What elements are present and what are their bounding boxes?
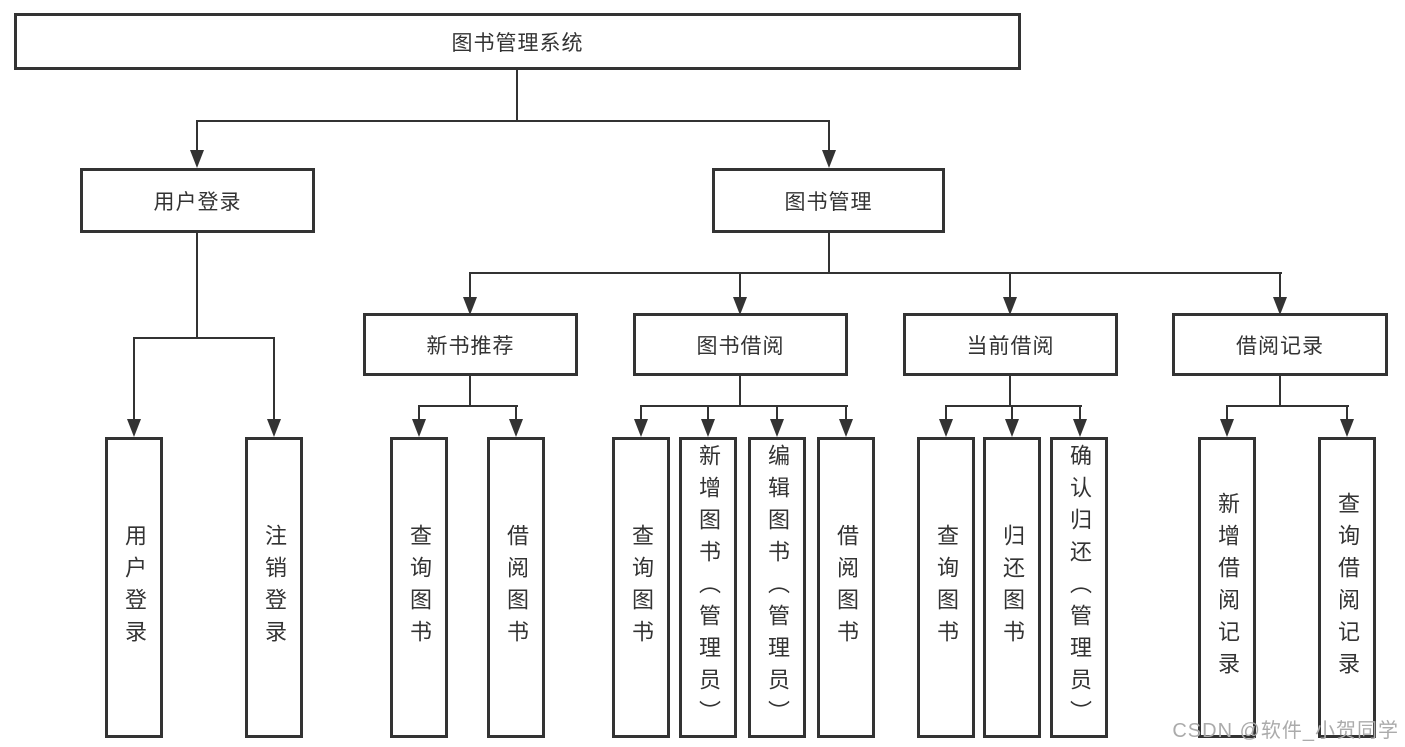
arrow-down-icon bbox=[733, 297, 747, 315]
arrow-down-icon bbox=[267, 419, 281, 437]
leaf-label: 新增图书（管理员） bbox=[696, 443, 721, 732]
connector-line bbox=[418, 405, 420, 423]
connector-line bbox=[1279, 272, 1281, 299]
node-book-management: 图书管理 bbox=[712, 168, 945, 233]
node-book-management-label: 图书管理 bbox=[784, 190, 873, 214]
connector-line bbox=[1011, 405, 1013, 423]
connector-line bbox=[196, 233, 198, 339]
connector-line bbox=[516, 70, 518, 122]
connector-line bbox=[133, 337, 275, 339]
arrow-down-icon bbox=[1220, 419, 1234, 437]
arrow-down-icon bbox=[463, 297, 477, 315]
arrow-down-icon bbox=[412, 419, 426, 437]
node-borrow-records: 借阅记录 bbox=[1172, 313, 1388, 376]
arrow-down-icon bbox=[770, 419, 784, 437]
csdn-watermark: CSDN @软件_小贺同学 bbox=[1172, 720, 1399, 742]
leaf-label: 归还图书 bbox=[1000, 523, 1025, 652]
node-book-borrow-label: 图书借阅 bbox=[696, 334, 785, 358]
leaf-label: 确认归还（管理员） bbox=[1067, 443, 1092, 732]
connector-line bbox=[1079, 405, 1081, 423]
arrow-down-icon bbox=[701, 419, 715, 437]
arrow-down-icon bbox=[509, 419, 523, 437]
connector-line bbox=[133, 337, 135, 421]
arrow-down-icon bbox=[822, 150, 836, 168]
connector-line bbox=[469, 272, 471, 299]
leaf-add-books-admin: 新增图书（管理员） bbox=[679, 437, 737, 738]
connector-line bbox=[776, 405, 778, 423]
leaf-label: 借阅图书 bbox=[834, 523, 859, 652]
arrow-down-icon bbox=[839, 419, 853, 437]
connector-line bbox=[1346, 405, 1348, 423]
connector-line bbox=[828, 120, 830, 152]
connector-line bbox=[945, 405, 947, 423]
connector-line bbox=[1226, 405, 1228, 423]
leaf-return-books: 归还图书 bbox=[983, 437, 1041, 738]
connector-line bbox=[273, 337, 275, 421]
leaf-query-books-recommend: 查询图书 bbox=[390, 437, 448, 738]
connector-line bbox=[828, 233, 830, 274]
leaf-query-borrow-record: 查询借阅记录 bbox=[1318, 437, 1376, 738]
node-root: 图书管理系统 bbox=[14, 13, 1021, 70]
node-new-book-recommend: 新书推荐 bbox=[363, 313, 578, 376]
node-borrow-records-label: 借阅记录 bbox=[1236, 334, 1324, 358]
node-user-login: 用户登录 bbox=[80, 168, 315, 233]
connector-line bbox=[945, 405, 1082, 407]
arrow-down-icon bbox=[127, 419, 141, 437]
node-current-borrow-label: 当前借阅 bbox=[966, 334, 1055, 358]
arrow-down-icon bbox=[1340, 419, 1354, 437]
leaf-logout-label: 注销登录 bbox=[262, 523, 287, 652]
arrow-down-icon bbox=[1005, 419, 1019, 437]
node-current-borrow: 当前借阅 bbox=[903, 313, 1118, 376]
connector-line bbox=[845, 405, 847, 423]
connector-line bbox=[1009, 272, 1011, 299]
leaf-label: 查询图书 bbox=[934, 523, 959, 652]
connector-line bbox=[739, 272, 741, 299]
leaf-label: 借阅图书 bbox=[504, 523, 529, 652]
leaf-label: 查询图书 bbox=[629, 523, 654, 652]
connector-line bbox=[196, 120, 830, 122]
arrow-down-icon bbox=[939, 419, 953, 437]
leaf-user-login: 用户登录 bbox=[105, 437, 163, 738]
leaf-edit-books-admin: 编辑图书（管理员） bbox=[748, 437, 806, 738]
arrow-down-icon bbox=[1003, 297, 1017, 315]
node-book-borrow: 图书借阅 bbox=[633, 313, 848, 376]
connector-line bbox=[1226, 405, 1349, 407]
connector-line bbox=[469, 376, 471, 407]
connector-line bbox=[1009, 376, 1011, 407]
connector-line bbox=[1279, 376, 1281, 407]
connector-line bbox=[739, 376, 741, 407]
node-root-label: 图书管理系统 bbox=[451, 31, 584, 55]
leaf-query-books-current: 查询图书 bbox=[917, 437, 975, 738]
arrow-down-icon bbox=[634, 419, 648, 437]
arrow-down-icon bbox=[1073, 419, 1087, 437]
leaf-label: 查询图书 bbox=[407, 523, 432, 652]
connector-line bbox=[418, 405, 518, 407]
node-new-book-recommend-label: 新书推荐 bbox=[426, 334, 515, 358]
leaf-borrow-books: 借阅图书 bbox=[817, 437, 875, 738]
leaf-borrow-books-recommend: 借阅图书 bbox=[487, 437, 545, 738]
leaf-add-borrow-record: 新增借阅记录 bbox=[1198, 437, 1256, 738]
leaf-logout: 注销登录 bbox=[245, 437, 303, 738]
connector-line bbox=[707, 405, 709, 423]
leaf-confirm-return-admin: 确认归还（管理员） bbox=[1050, 437, 1108, 738]
arrow-down-icon bbox=[1273, 297, 1287, 315]
leaf-label: 编辑图书（管理员） bbox=[765, 443, 790, 732]
leaf-label: 查询借阅记录 bbox=[1335, 491, 1360, 684]
connector-line bbox=[640, 405, 642, 423]
leaf-query-books-borrow: 查询图书 bbox=[612, 437, 670, 738]
connector-line bbox=[515, 405, 517, 423]
connector-line bbox=[469, 272, 1282, 274]
leaf-user-login-label: 用户登录 bbox=[122, 523, 147, 652]
connector-line bbox=[640, 405, 848, 407]
node-user-login-label: 用户登录 bbox=[153, 190, 242, 214]
leaf-label: 新增借阅记录 bbox=[1215, 491, 1240, 684]
connector-line bbox=[196, 120, 198, 152]
arrow-down-icon bbox=[190, 150, 204, 168]
